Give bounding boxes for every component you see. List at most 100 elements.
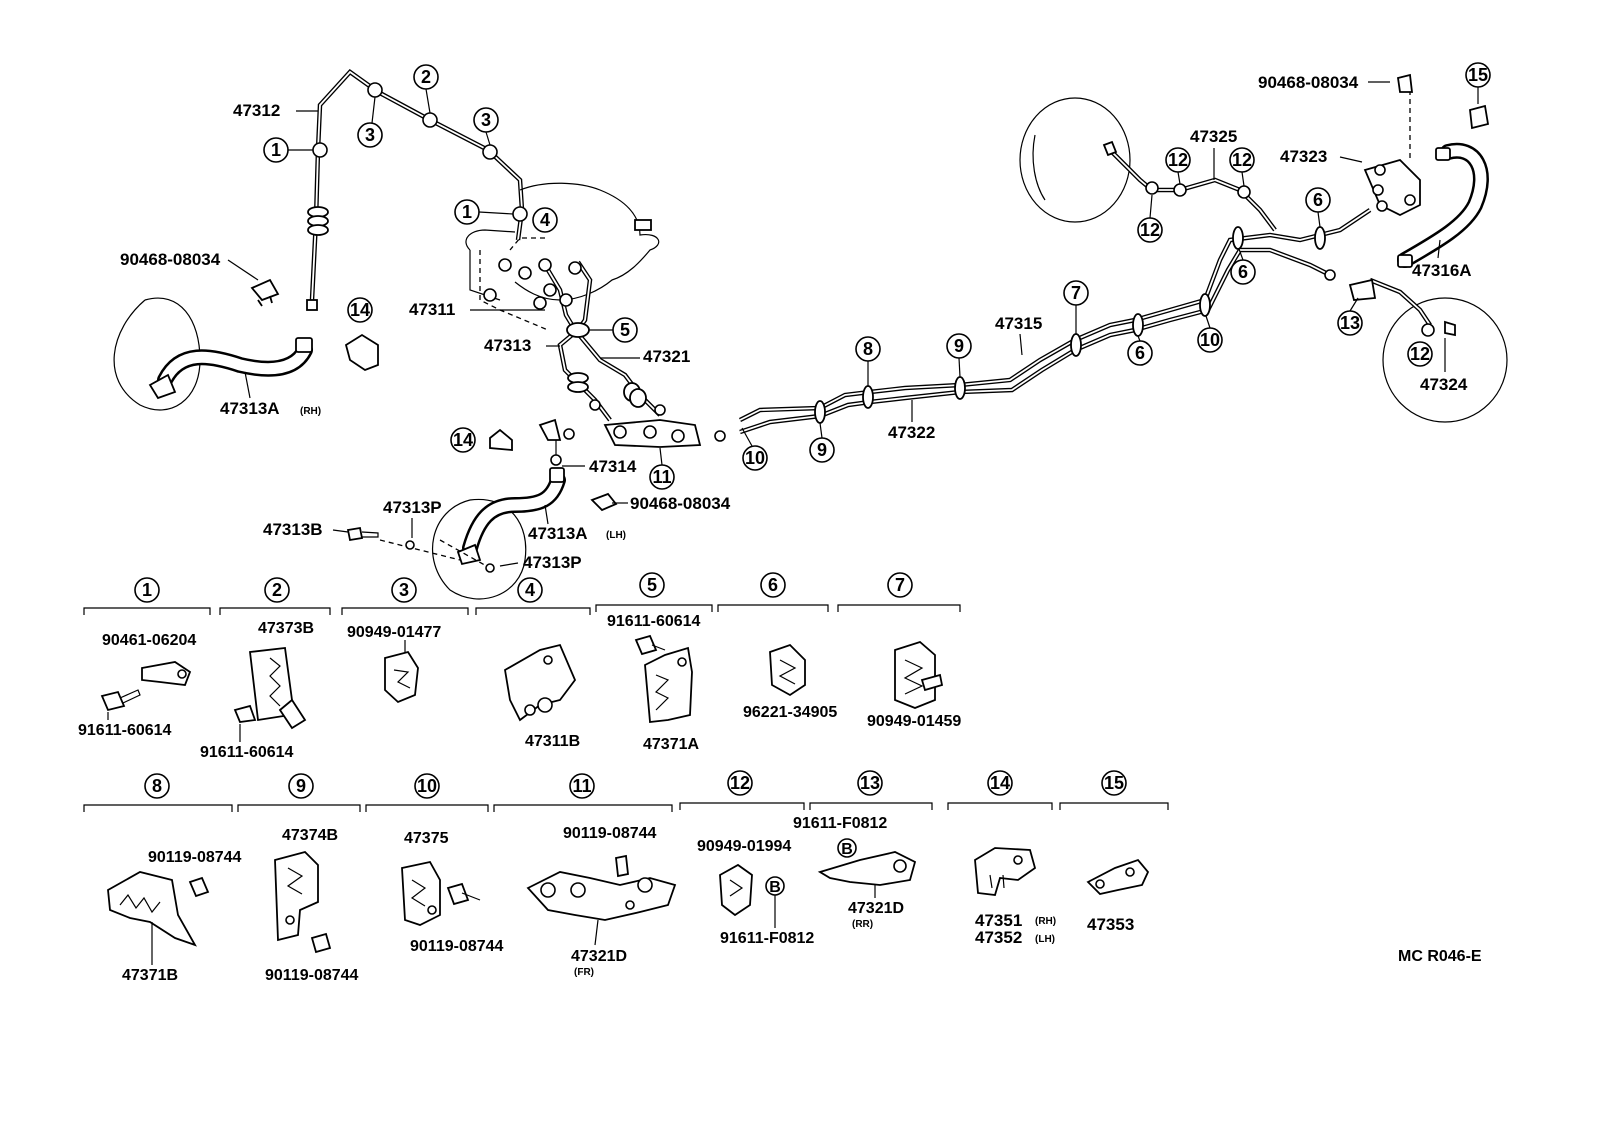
clamp-point — [422, 112, 438, 128]
label-47311: 47311 — [409, 300, 455, 319]
svg-text:9: 9 — [954, 336, 964, 356]
svg-text:2: 2 — [421, 67, 431, 87]
svg-text:10: 10 — [1200, 330, 1220, 350]
g2-part-b: 91611-60614 — [200, 744, 294, 761]
callout-12c: 12 — [1137, 217, 1163, 243]
callout-13: 13 — [1337, 310, 1363, 336]
bolt-icon — [100, 690, 126, 712]
g14-part-b: (RH) — [1035, 916, 1056, 927]
clamp-47375 — [401, 860, 441, 926]
detail-group-3: 3 90949-01477 — [341, 577, 469, 704]
g5-part-b: 47371A — [643, 736, 699, 753]
g14-part-c: 47352 — [975, 928, 1022, 947]
g11-part-b: 47321D — [571, 948, 627, 965]
callout-10a: 10 — [742, 445, 768, 471]
callout-4: 4 — [532, 207, 558, 233]
bolt-icon — [310, 932, 332, 954]
detail-group-13: 13 91611-F0812 B 47321D (RR) — [793, 770, 933, 930]
svg-text:9: 9 — [817, 440, 827, 460]
bolt-icon — [233, 704, 257, 723]
front-right-tube-assembly — [306, 69, 528, 311]
g8-part-a: 90119-08744 — [148, 849, 242, 866]
svg-text:14: 14 — [350, 300, 370, 320]
detail-group-7: 7 90949-01459 — [837, 572, 961, 730]
callout-14a: 14 — [347, 297, 373, 323]
svg-text:8: 8 — [152, 776, 162, 796]
g8-part-b: 47371B — [122, 967, 178, 984]
svg-text:4: 4 — [525, 580, 535, 600]
g12-part-b: 91611-F0812 — [720, 930, 814, 947]
label-47325: 47325 — [1190, 127, 1237, 146]
callout-6b: 6 — [1230, 259, 1256, 285]
svg-text:15: 15 — [1104, 773, 1124, 793]
svg-text:5: 5 — [620, 320, 630, 340]
svg-text:11: 11 — [572, 776, 591, 796]
g13-part-d: (RR) — [852, 919, 873, 930]
callout-12d: 12 — [1407, 341, 1433, 367]
svg-text:6: 6 — [1238, 262, 1248, 282]
callout-9b: 9 — [946, 333, 972, 359]
rear-right-drum — [1348, 277, 1508, 423]
g10-part-b: 90119-08744 — [410, 938, 504, 955]
clamp-14-b — [344, 333, 379, 372]
bracket-47353 — [1086, 858, 1150, 895]
svg-text:14: 14 — [453, 430, 473, 450]
label-47315: 47315 — [995, 314, 1042, 333]
g11-part-a: 90119-08744 — [563, 825, 657, 842]
label-90468-c: 90468-08034 — [1258, 73, 1359, 92]
svg-text:13: 13 — [1340, 313, 1360, 333]
callout-9a: 9 — [809, 437, 835, 463]
svg-text:13: 13 — [860, 773, 880, 793]
svg-text:6: 6 — [768, 575, 778, 595]
g1-part-b: 91611-60614 — [78, 722, 172, 739]
g9-part-b: 90119-08744 — [265, 967, 359, 984]
svg-text:9: 9 — [296, 776, 306, 796]
label-90468-a: 90468-08034 — [120, 250, 221, 269]
b-marker: B — [837, 838, 857, 858]
label-90468-b: 90468-08034 — [630, 494, 731, 513]
svg-text:1: 1 — [462, 202, 472, 222]
svg-text:6: 6 — [1135, 343, 1145, 363]
front-right-brake-hose — [113, 297, 313, 411]
detail-group-8: 8 90119-08744 47371B — [83, 773, 242, 984]
tube-coil — [307, 206, 329, 236]
g14-part-a: 47351 — [975, 911, 1022, 930]
svg-text:B: B — [841, 841, 853, 858]
clip-90949-01459 — [894, 640, 936, 709]
g12-part-a: 90949-01994 — [697, 838, 791, 855]
label-47313p-a: 47313P — [383, 498, 442, 517]
bolt-icon — [188, 876, 210, 898]
callout-6c: 6 — [1305, 187, 1331, 213]
svg-text:7: 7 — [1071, 283, 1081, 303]
label-47322: 47322 — [888, 423, 935, 442]
bracket-47314 — [538, 418, 575, 466]
label-47316a: 47316A — [1412, 261, 1472, 280]
label-47314: 47314 — [589, 457, 637, 476]
callout-5: 5 — [612, 317, 638, 343]
g10-part-a: 47375 — [404, 830, 449, 847]
detail-row-2: 8 90119-08744 47371B 9 47374B 90119-0874… — [83, 770, 1169, 984]
svg-text:12: 12 — [1140, 220, 1160, 240]
detail-group-15: 15 47353 — [1059, 770, 1169, 934]
svg-text:1: 1 — [142, 580, 152, 600]
clip-90949-01994 — [719, 863, 753, 917]
label-47313a-rh: 47313A — [220, 399, 280, 418]
clamp-point — [482, 144, 498, 160]
callout-11: 11 — [649, 464, 675, 490]
label-lh: (LH) — [606, 530, 626, 541]
svg-text:3: 3 — [365, 125, 375, 145]
bracket-47351 — [974, 847, 1037, 896]
main-callouts: 1 3 2 3 1 4 5 14 14 11 10 9 8 9 7 6 10 6… — [263, 62, 1491, 490]
g6-part-a: 96221-34905 — [743, 704, 837, 721]
g7-part-a: 90949-01459 — [867, 713, 961, 730]
g2-part-a: 47373B — [258, 620, 314, 637]
detail-group-9: 9 47374B 90119-08744 — [237, 773, 361, 984]
clip-90468 — [250, 278, 280, 307]
svg-text:4: 4 — [540, 210, 550, 230]
detail-group-5: 5 91611-60614 47371A — [595, 572, 713, 753]
g1-part-a: 90461-06204 — [102, 632, 196, 649]
svg-text:8: 8 — [863, 339, 873, 359]
svg-text:7: 7 — [895, 575, 905, 595]
